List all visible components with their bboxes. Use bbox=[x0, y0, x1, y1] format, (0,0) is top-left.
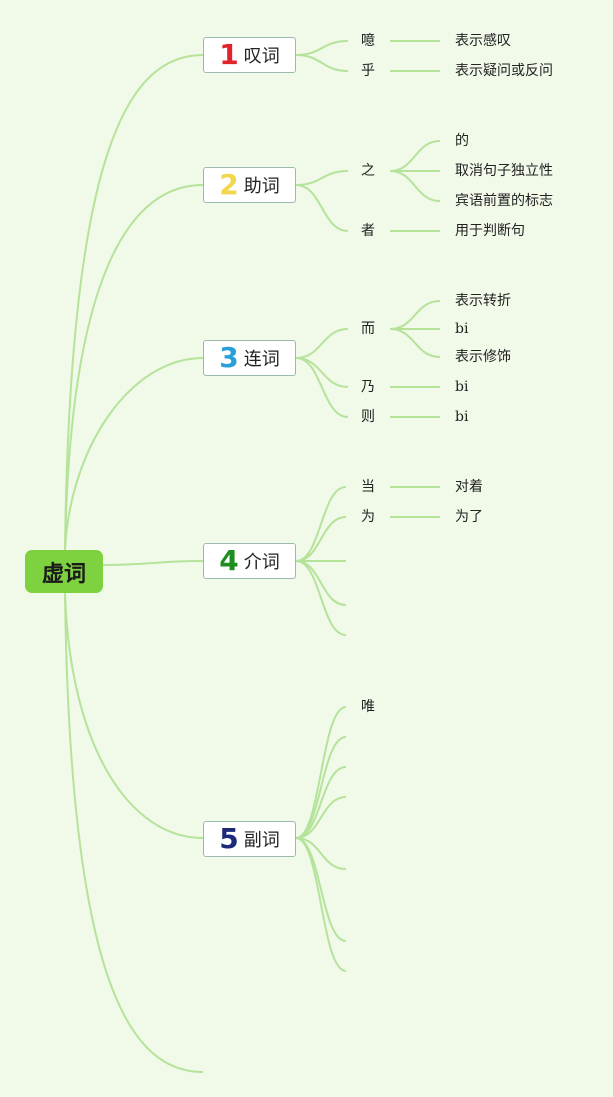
meaning-node[interactable]: 宾语前置的标志 bbox=[455, 193, 553, 209]
word-node[interactable]: 则 bbox=[361, 409, 375, 425]
link-cat3-w3 bbox=[295, 357, 349, 418]
meaning-node[interactable]: 表示疑问或反问 bbox=[455, 63, 553, 79]
meaning-node[interactable]: 表示转折 bbox=[455, 293, 511, 309]
category-node-1[interactable]: 1 叹词 bbox=[203, 37, 296, 73]
link-cat4-b2 bbox=[295, 516, 347, 562]
root-to-cat3 bbox=[64, 357, 204, 551]
meaning-node[interactable]: bi bbox=[455, 409, 469, 425]
root-to-cat4 bbox=[102, 560, 204, 566]
link-zhi-m1 bbox=[389, 140, 441, 172]
link-cat5-b4 bbox=[295, 796, 347, 839]
link-cat5-b3 bbox=[295, 766, 347, 839]
category-number: 4 bbox=[219, 544, 239, 577]
category-label: 助词 bbox=[243, 176, 280, 197]
word-node[interactable]: 当 bbox=[361, 479, 375, 495]
category-label: 副词 bbox=[243, 830, 280, 851]
category-label: 连词 bbox=[243, 349, 280, 370]
word-node[interactable]: 乃 bbox=[361, 379, 375, 395]
word-node[interactable]: 而 bbox=[361, 321, 375, 337]
link-cat4-b1 bbox=[295, 486, 347, 562]
meaning-node[interactable]: 用于判断句 bbox=[455, 223, 525, 239]
word-node[interactable]: 之 bbox=[361, 163, 375, 179]
root-to-cat2 bbox=[64, 184, 204, 551]
root-to-extra bbox=[64, 592, 204, 1073]
category-number: 5 bbox=[219, 822, 239, 855]
word-node[interactable]: 为 bbox=[361, 509, 375, 525]
link-cat5-b2 bbox=[295, 736, 347, 839]
category-node-2[interactable]: 2 助词 bbox=[203, 167, 296, 203]
category-number: 1 bbox=[219, 38, 239, 71]
meaning-node[interactable]: 为了 bbox=[455, 509, 483, 525]
link-cat3-w2 bbox=[295, 357, 349, 388]
link-cat5-b5 bbox=[295, 837, 347, 870]
link-cat3-w1 bbox=[295, 328, 349, 359]
category-number: 2 bbox=[219, 168, 239, 201]
word-node[interactable]: 唯 bbox=[361, 699, 375, 715]
link-cat2-w1 bbox=[295, 170, 349, 186]
meaning-node[interactable]: bi bbox=[455, 321, 469, 337]
category-node-3[interactable]: 3 连词 bbox=[203, 340, 296, 376]
link-zhi-m3 bbox=[389, 170, 441, 202]
meaning-node[interactable]: 取消句子独立性 bbox=[455, 163, 553, 179]
word-node[interactable]: 乎 bbox=[361, 63, 375, 79]
link-cat5-b1 bbox=[295, 706, 347, 839]
link-er-m3 bbox=[389, 328, 441, 358]
category-label: 叹词 bbox=[243, 46, 280, 67]
link-cat2-w2 bbox=[295, 184, 349, 232]
meaning-node[interactable]: 表示修饰 bbox=[455, 349, 511, 365]
link-cat4-b5 bbox=[295, 560, 347, 636]
link-cat1-w2 bbox=[295, 54, 349, 72]
meaning-node[interactable]: 表示感叹 bbox=[455, 33, 511, 49]
meaning-node[interactable]: 对着 bbox=[455, 479, 483, 495]
category-number: 3 bbox=[219, 341, 239, 374]
category-node-4[interactable]: 4 介词 bbox=[203, 543, 296, 579]
meaning-node[interactable]: bi bbox=[455, 379, 469, 395]
meaning-node[interactable]: 的 bbox=[455, 133, 469, 149]
root-to-cat5 bbox=[64, 592, 204, 839]
word-node[interactable]: 者 bbox=[361, 223, 375, 239]
link-cat5-b7 bbox=[295, 837, 347, 972]
category-label: 介词 bbox=[243, 552, 280, 573]
link-cat1-w1 bbox=[295, 40, 349, 56]
word-node[interactable]: 噫 bbox=[361, 33, 375, 49]
root-node[interactable]: 虚词 bbox=[25, 550, 103, 593]
category-node-5[interactable]: 5 副词 bbox=[203, 821, 296, 857]
root-to-cat1 bbox=[64, 54, 204, 551]
root-label: 虚词 bbox=[41, 561, 86, 587]
link-er-m1 bbox=[389, 300, 441, 330]
